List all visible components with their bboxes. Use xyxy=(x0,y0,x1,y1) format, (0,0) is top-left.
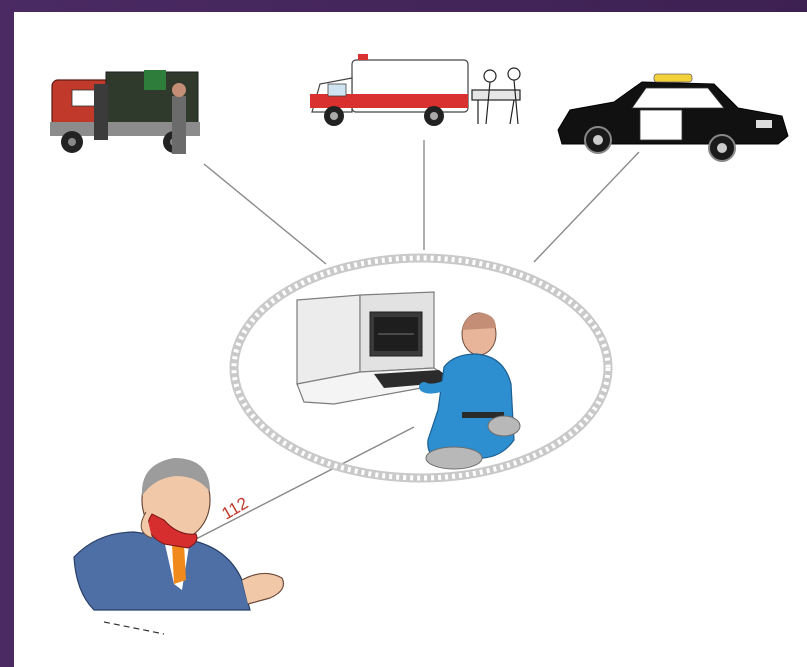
ambulance-icon xyxy=(310,54,520,126)
fire-truck-icon xyxy=(50,70,200,154)
link-fire-truck xyxy=(204,164,326,264)
emergency-dispatch-diagram: 112 xyxy=(14,12,807,667)
diagram-canvas: 112 xyxy=(14,12,807,667)
dispatcher-operator-icon xyxy=(424,313,520,469)
caller-with-phone-icon xyxy=(74,458,284,634)
call-number-label: 112 xyxy=(219,493,252,523)
stretcher-crew-icon xyxy=(472,68,520,124)
link-police-car xyxy=(534,152,639,262)
police-car-icon xyxy=(558,74,788,161)
